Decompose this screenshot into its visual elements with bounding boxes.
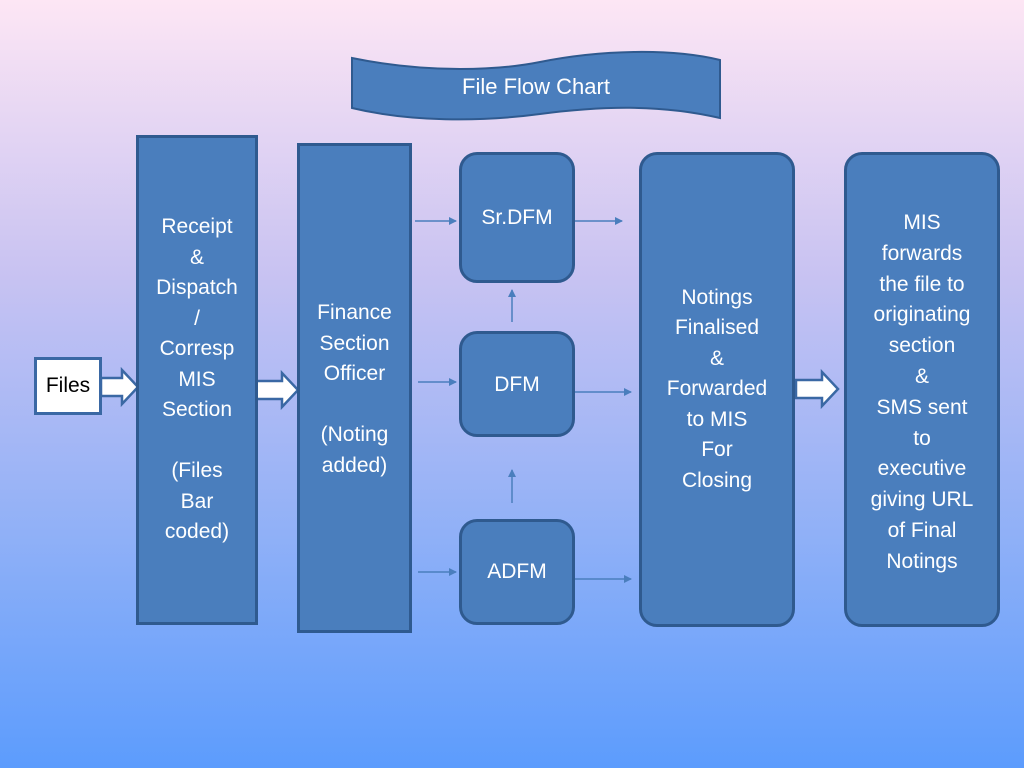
block-arrow-files-to-receipt [99,366,140,408]
srdfm-node: Sr.DFM [459,152,575,283]
dfm-node: DFM [459,331,575,437]
receipt-dispatch-node: Receipt & Dispatch / Corresp MIS Section… [136,135,258,625]
notings-finalised-node: Notings Finalised & Forwarded to MIS For… [639,152,795,627]
title-banner [351,50,721,121]
mis-forwards-node: MIS forwards the file to originating sec… [844,152,1000,627]
chart-title: File Flow Chart [462,74,610,99]
finance-section-officer-node: Finance Section Officer (Noting added) [297,143,412,633]
files-node: Files [34,357,102,415]
block-arrow-notings-to-mis [794,368,840,410]
adfm-node: ADFM [459,519,575,625]
